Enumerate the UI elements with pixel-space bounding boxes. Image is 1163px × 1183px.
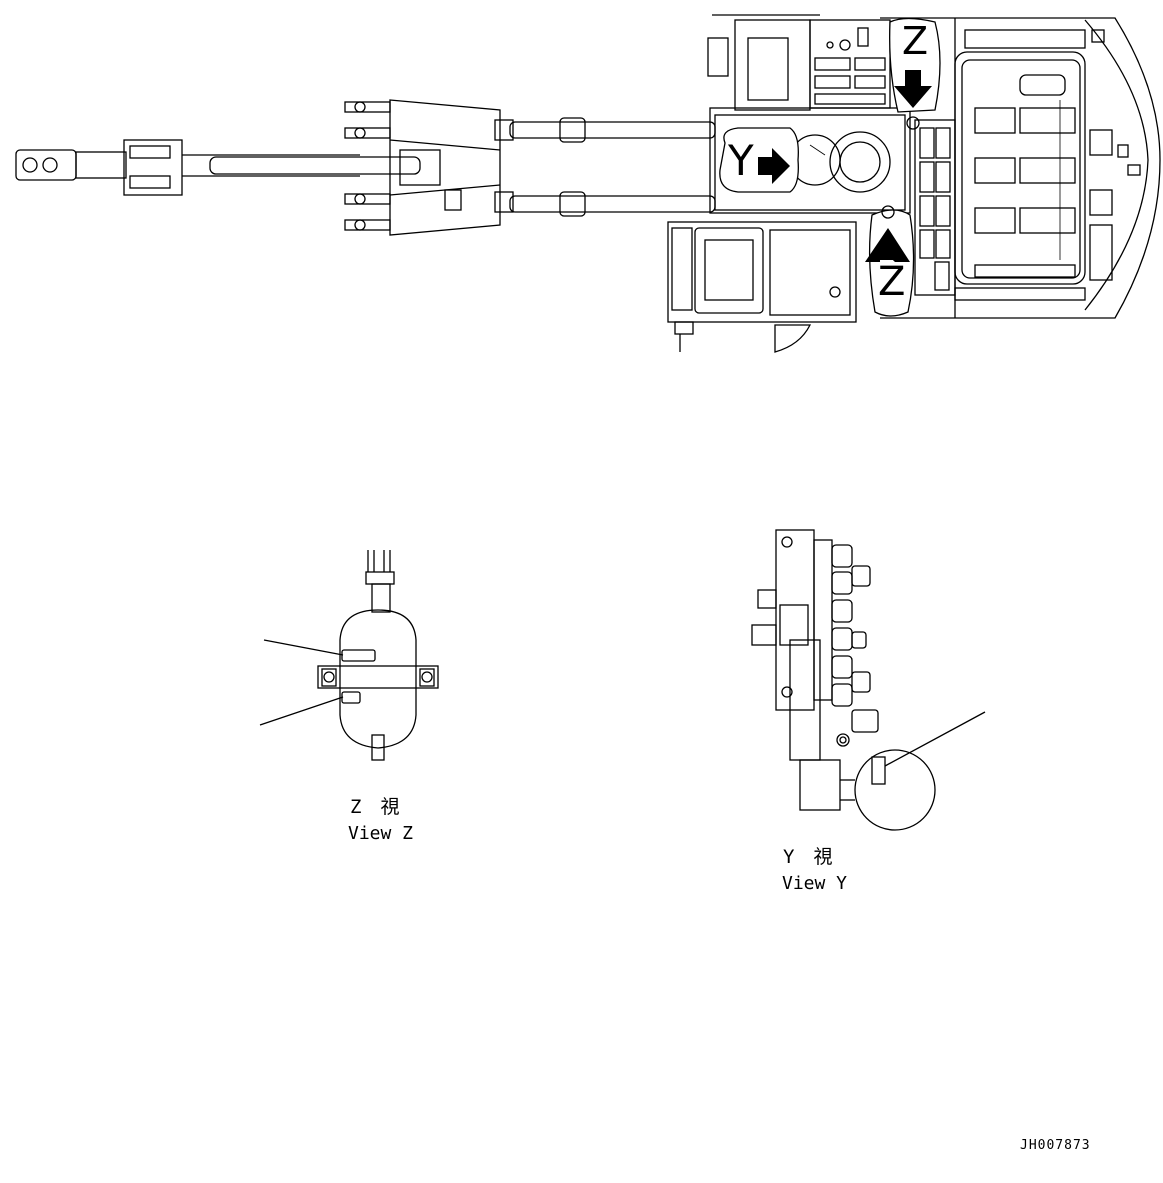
view-y-label-en: View Y — [782, 873, 848, 894]
view-z-label-jp: Z 視 — [350, 796, 400, 818]
cab-counterweight — [880, 17, 1161, 319]
battery-compartment — [667, 221, 857, 353]
arrow-up-icon — [865, 228, 910, 262]
arm-tip — [15, 139, 421, 196]
control-panels — [914, 119, 956, 296]
arrow-right-icon — [758, 148, 790, 184]
boom-cylinders — [509, 117, 716, 217]
excavator-top-view — [15, 14, 1161, 353]
drawing-code: JH007873 — [1020, 1138, 1091, 1153]
marker-y-letter: Y — [728, 136, 754, 185]
view-markers — [719, 17, 941, 317]
view-y-label-jp: Y 視 — [783, 846, 833, 868]
view-z-detail — [259, 550, 439, 761]
boom — [344, 99, 514, 236]
marker-z-bottom-letter: Z — [878, 259, 906, 305]
arrow-down-icon — [894, 70, 932, 108]
marker-z-top-letter: Z — [902, 19, 929, 63]
view-z-label-en: View Z — [348, 823, 414, 844]
view-y-detail — [751, 529, 986, 831]
left-compartment — [707, 14, 891, 111]
upper-frame — [709, 107, 911, 214]
